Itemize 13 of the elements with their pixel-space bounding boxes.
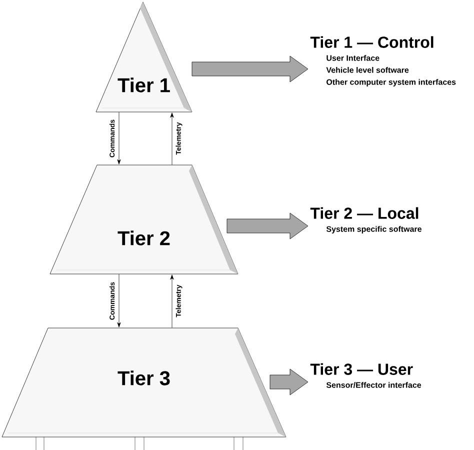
tier-description: Tier 3 — User Sensor/Effector interface (310, 363, 422, 388)
tier-description: Tier 2 — Local System specific software (310, 207, 422, 234)
tier-description: Tier 1 — Control User Interface Vehicle level software Other computer system interfaces (310, 36, 456, 86)
arrow (117, 112, 121, 164)
arrow (170, 274, 174, 328)
arrow (117, 274, 121, 328)
block-arrow (270, 368, 308, 396)
tier-triangle: Tier 1 (96, 2, 192, 112)
tier-trapezoid: Tier 3 (2, 328, 286, 438)
block-arrow (226, 212, 308, 240)
tier-trapezoid: Tier 2 (50, 164, 238, 274)
arrow (170, 112, 174, 165)
block-arrow (192, 56, 308, 82)
